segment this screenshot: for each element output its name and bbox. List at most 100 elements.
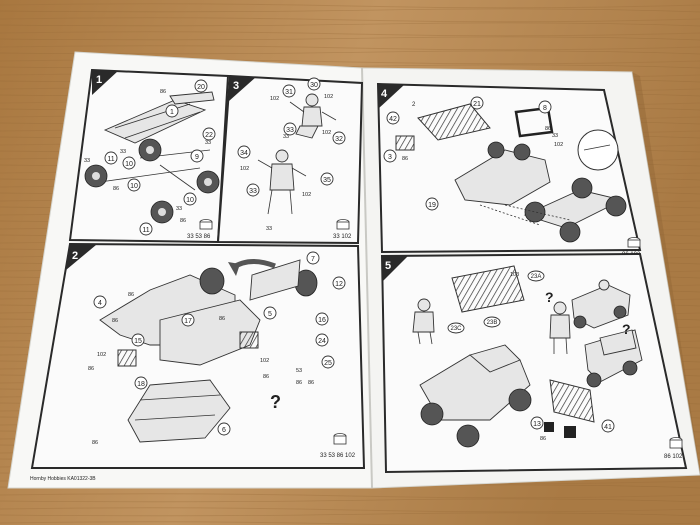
step-4-part-codes: 2 86 86 33 102 <box>402 102 563 162</box>
paint-codes: 33 102 <box>333 234 352 240</box>
windscreen-part <box>549 379 595 423</box>
step-2-panel: 2 ? 7 12 4 17 16 15 5 24 25 <box>30 242 366 469</box>
step-3-number: 3 <box>233 80 239 92</box>
callout: 23B <box>487 320 498 326</box>
callout: 1 <box>170 109 174 116</box>
paint-codes: 86 102 <box>664 454 683 460</box>
callout: 10 <box>125 161 133 168</box>
callout: 32 <box>335 136 343 143</box>
part-code: 86 <box>296 380 302 386</box>
callout: 34 <box>240 150 248 157</box>
part-code: 86 <box>402 156 408 162</box>
callout: 25 <box>324 360 332 367</box>
step-2-callouts: 7 12 4 17 16 15 5 24 25 18 6 <box>93 251 346 436</box>
step-3-callouts: 30 31 33 32 34 35 33 <box>237 77 346 197</box>
part-code: 103 <box>510 272 519 278</box>
callout: 33 <box>249 188 257 195</box>
callout: 7 <box>311 256 315 263</box>
callout: 21 <box>473 101 481 108</box>
part-code: 102 <box>554 142 563 148</box>
step-5-number: 5 <box>385 260 391 272</box>
canvas-top-part <box>451 265 525 313</box>
part-code: 102 <box>260 358 269 364</box>
footer-text: Hornby Hobbies KA01322-3B <box>30 476 96 482</box>
step-5-part-codes: 103 86 <box>510 272 546 442</box>
part-code: 33 <box>266 226 272 232</box>
paint-pot-icon <box>333 433 347 445</box>
step-4-panel: 4 21 8 42 3 19 <box>376 82 642 258</box>
part-code: 86 <box>128 292 134 298</box>
part-code: 102 <box>270 96 279 102</box>
step-1-number: 1 <box>96 74 102 86</box>
callout: 13 <box>533 421 541 428</box>
callout: 35 <box>323 177 331 184</box>
part-code: 33 <box>205 140 211 146</box>
part-code: 86 <box>160 89 166 95</box>
seated-figure-part <box>289 93 337 139</box>
paint-codes: 33 53 86 <box>187 234 211 240</box>
part-code: 86 <box>545 126 551 132</box>
step-2-number: 2 <box>72 250 78 262</box>
part-code: 33 <box>84 158 90 164</box>
callout: 6 <box>222 427 226 434</box>
figure-part <box>412 298 435 345</box>
callout: 11 <box>107 156 114 163</box>
windscreen-frame-part <box>514 106 554 138</box>
callout: 31 <box>285 89 293 96</box>
callout: 41 <box>604 424 612 431</box>
part-code: 102 <box>324 94 333 100</box>
step-3-panel: 3 30 31 33 32 34 35 33 102 <box>216 74 364 245</box>
paint-pot-icon <box>669 437 683 449</box>
part-code: 33 <box>176 206 182 212</box>
part-code: 86 <box>112 318 118 324</box>
callout: 19 <box>428 202 436 209</box>
callout: 4 <box>98 300 102 307</box>
seat-part <box>117 349 137 367</box>
callout: 22 <box>205 132 213 139</box>
question-mark-icon: ? <box>622 321 631 337</box>
paint-pot-icon <box>627 237 641 248</box>
callout: 20 <box>197 84 205 91</box>
seat-part <box>239 331 259 349</box>
jeep-assembly-part <box>419 344 532 448</box>
part-code: 2 <box>412 102 416 108</box>
callout: 24 <box>318 338 326 345</box>
part-code: 86 <box>180 218 186 224</box>
part-code: 102 <box>322 130 331 136</box>
jeep-body-part <box>454 141 551 206</box>
step-1-callouts: 20 1 10 22 11 10 9 10 11 <box>104 79 216 236</box>
part-code: 86 <box>88 366 94 372</box>
callout: 33 <box>286 127 294 134</box>
page-shadow <box>632 72 700 475</box>
part-code: 86 <box>92 440 98 446</box>
jeep-preview-part <box>571 279 631 329</box>
step-1-part-codes: 86 33 33 86 33 86 33 <box>84 89 211 224</box>
hood-part <box>417 103 491 141</box>
callout: 18 <box>137 381 145 388</box>
floor-part <box>127 379 231 443</box>
part-code: 102 <box>302 192 311 198</box>
callout: 23A <box>531 274 542 280</box>
callout: 15 <box>134 338 142 345</box>
arrow-head <box>228 262 240 276</box>
rear-panel-part <box>249 259 301 301</box>
part-code: 33 <box>552 133 558 139</box>
standing-figure-part <box>257 149 307 215</box>
chassis-assembly-part <box>523 177 627 243</box>
callout: 30 <box>310 82 318 89</box>
callout: 10 <box>186 197 194 204</box>
part-code: 53 <box>296 368 302 374</box>
spare-wheel-part <box>199 267 225 295</box>
callout: 17 <box>184 318 192 325</box>
part-code: 86 <box>308 380 314 386</box>
part-code: 102 <box>240 166 249 172</box>
callout: 3 <box>388 154 392 161</box>
jeep-preview-part <box>584 329 643 388</box>
part-code: 33 <box>283 134 289 140</box>
decal-square <box>544 422 554 432</box>
question-mark-icon: ? <box>270 392 281 412</box>
step-3-part-codes: 102 102 33 102 102 33 102 <box>240 94 333 232</box>
part-code: 102 <box>97 352 106 358</box>
callout: 5 <box>268 311 272 318</box>
callout: 23C <box>450 326 462 332</box>
